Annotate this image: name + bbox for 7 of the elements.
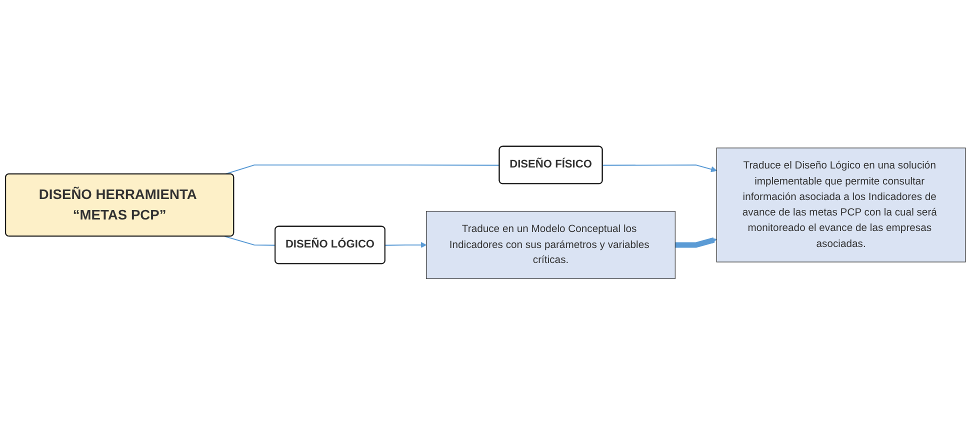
arrow	[602, 164, 717, 172]
connector	[224, 164, 500, 175]
node-box: Traduce el Diseño Lógico en una solución implementable que permite consultar información asociada a los Indicadores de avance de las metas PCP con la cual será monitoreado el evance de las empresas asociadas.	[716, 148, 966, 262]
node-box: Traduce en un Modelo Conceptual los Indicadores con sus parámetros y variables críticas.	[426, 210, 676, 280]
connector	[224, 236, 276, 246]
arrow	[385, 242, 427, 248]
arrow	[675, 237, 717, 248]
